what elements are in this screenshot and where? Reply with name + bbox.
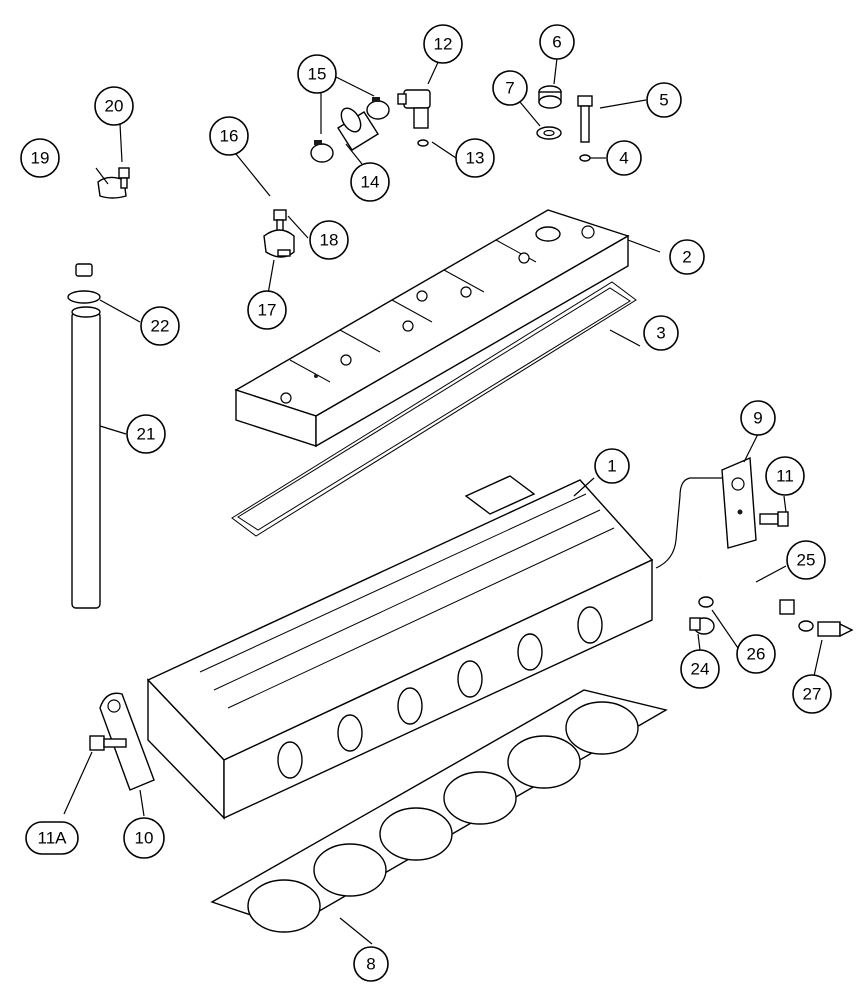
banjo-fitting xyxy=(689,617,715,635)
clip-bolt xyxy=(118,167,130,189)
callout-18: 18 xyxy=(309,220,349,260)
svg-text:13: 13 xyxy=(466,149,485,168)
svg-text:11: 11 xyxy=(776,467,794,486)
svg-text:27: 27 xyxy=(803,685,822,704)
front-lift-bracket xyxy=(721,456,757,549)
svg-text:12: 12 xyxy=(434,35,453,54)
leader-lines xyxy=(63,57,823,945)
callout-27: 27 xyxy=(792,674,832,714)
svg-text:7: 7 xyxy=(505,79,514,98)
callout-9: 9 xyxy=(740,400,776,436)
svg-text:20: 20 xyxy=(105,97,124,116)
svg-text:5: 5 xyxy=(659,91,668,110)
callout-15: 15 xyxy=(297,54,337,94)
cover-bolt xyxy=(577,95,593,143)
svg-text:4: 4 xyxy=(619,149,628,168)
callout-22: 22 xyxy=(140,306,180,346)
bolt-washer xyxy=(579,154,591,162)
callout-14: 14 xyxy=(350,162,390,202)
callout-4: 4 xyxy=(606,140,642,176)
hose-clamps xyxy=(310,97,390,163)
callout-21: 21 xyxy=(126,414,166,454)
svg-text:26: 26 xyxy=(747,645,766,664)
callout-6: 6 xyxy=(539,24,575,60)
callout-13: 13 xyxy=(455,138,495,178)
svg-text:25: 25 xyxy=(797,551,816,570)
callout-26: 26 xyxy=(736,634,776,674)
callout-8: 8 xyxy=(353,946,389,982)
head-gasket xyxy=(210,689,668,933)
cylinder-head xyxy=(146,475,654,820)
sealing-washers xyxy=(698,596,814,632)
return-line xyxy=(698,565,795,615)
svg-text:11A: 11A xyxy=(38,829,68,848)
callout-5: 5 xyxy=(646,82,682,118)
cover-gasket xyxy=(231,281,637,537)
hose-clip xyxy=(97,176,127,199)
callout-11: 11 xyxy=(765,456,805,496)
svg-text:2: 2 xyxy=(682,248,691,267)
fitting-seal xyxy=(417,139,429,147)
callout-25: 25 xyxy=(786,540,826,580)
breather-tube xyxy=(71,306,101,609)
callout-16: 16 xyxy=(209,116,249,156)
svg-text:16: 16 xyxy=(220,127,239,146)
callout-1: 1 xyxy=(594,448,630,484)
callout-2: 2 xyxy=(669,239,705,275)
svg-text:10: 10 xyxy=(135,829,154,848)
svg-text:21: 21 xyxy=(137,425,156,444)
filler-cap xyxy=(538,85,562,109)
callout-3: 3 xyxy=(643,315,679,351)
callout-17: 17 xyxy=(247,290,287,330)
clamp-bracket xyxy=(263,229,295,258)
svg-text:14: 14 xyxy=(361,173,380,192)
short-hose xyxy=(337,107,379,151)
svg-text:9: 9 xyxy=(753,409,762,428)
svg-text:22: 22 xyxy=(151,317,170,336)
front-bracket-bolt xyxy=(759,511,789,527)
svg-text:1: 1 xyxy=(607,457,616,476)
callout-11a: 11A xyxy=(25,821,79,855)
valve-cover xyxy=(234,209,630,448)
svg-text:18: 18 xyxy=(320,231,339,250)
svg-text:6: 6 xyxy=(552,33,561,52)
svg-text:19: 19 xyxy=(31,149,50,168)
breather-hose xyxy=(75,155,302,277)
callout-24: 24 xyxy=(680,649,720,689)
svg-text:15: 15 xyxy=(308,65,327,84)
fuel-connector xyxy=(817,621,854,638)
callout-19: 19 xyxy=(20,138,60,178)
elbow-fitting xyxy=(397,89,431,129)
svg-text:17: 17 xyxy=(258,301,277,320)
callout-7: 7 xyxy=(492,70,528,106)
callout-12: 12 xyxy=(423,24,463,64)
svg-text:8: 8 xyxy=(366,955,375,974)
rear-bracket-bolt xyxy=(89,735,127,751)
rear-lift-bracket xyxy=(99,692,155,791)
callout-20: 20 xyxy=(94,86,134,126)
bracket-bolt xyxy=(273,209,287,233)
cap-washer xyxy=(536,126,562,140)
svg-text:24: 24 xyxy=(691,660,710,679)
svg-text:3: 3 xyxy=(656,324,665,343)
o-ring xyxy=(67,290,101,304)
callout-10: 10 xyxy=(123,817,165,859)
